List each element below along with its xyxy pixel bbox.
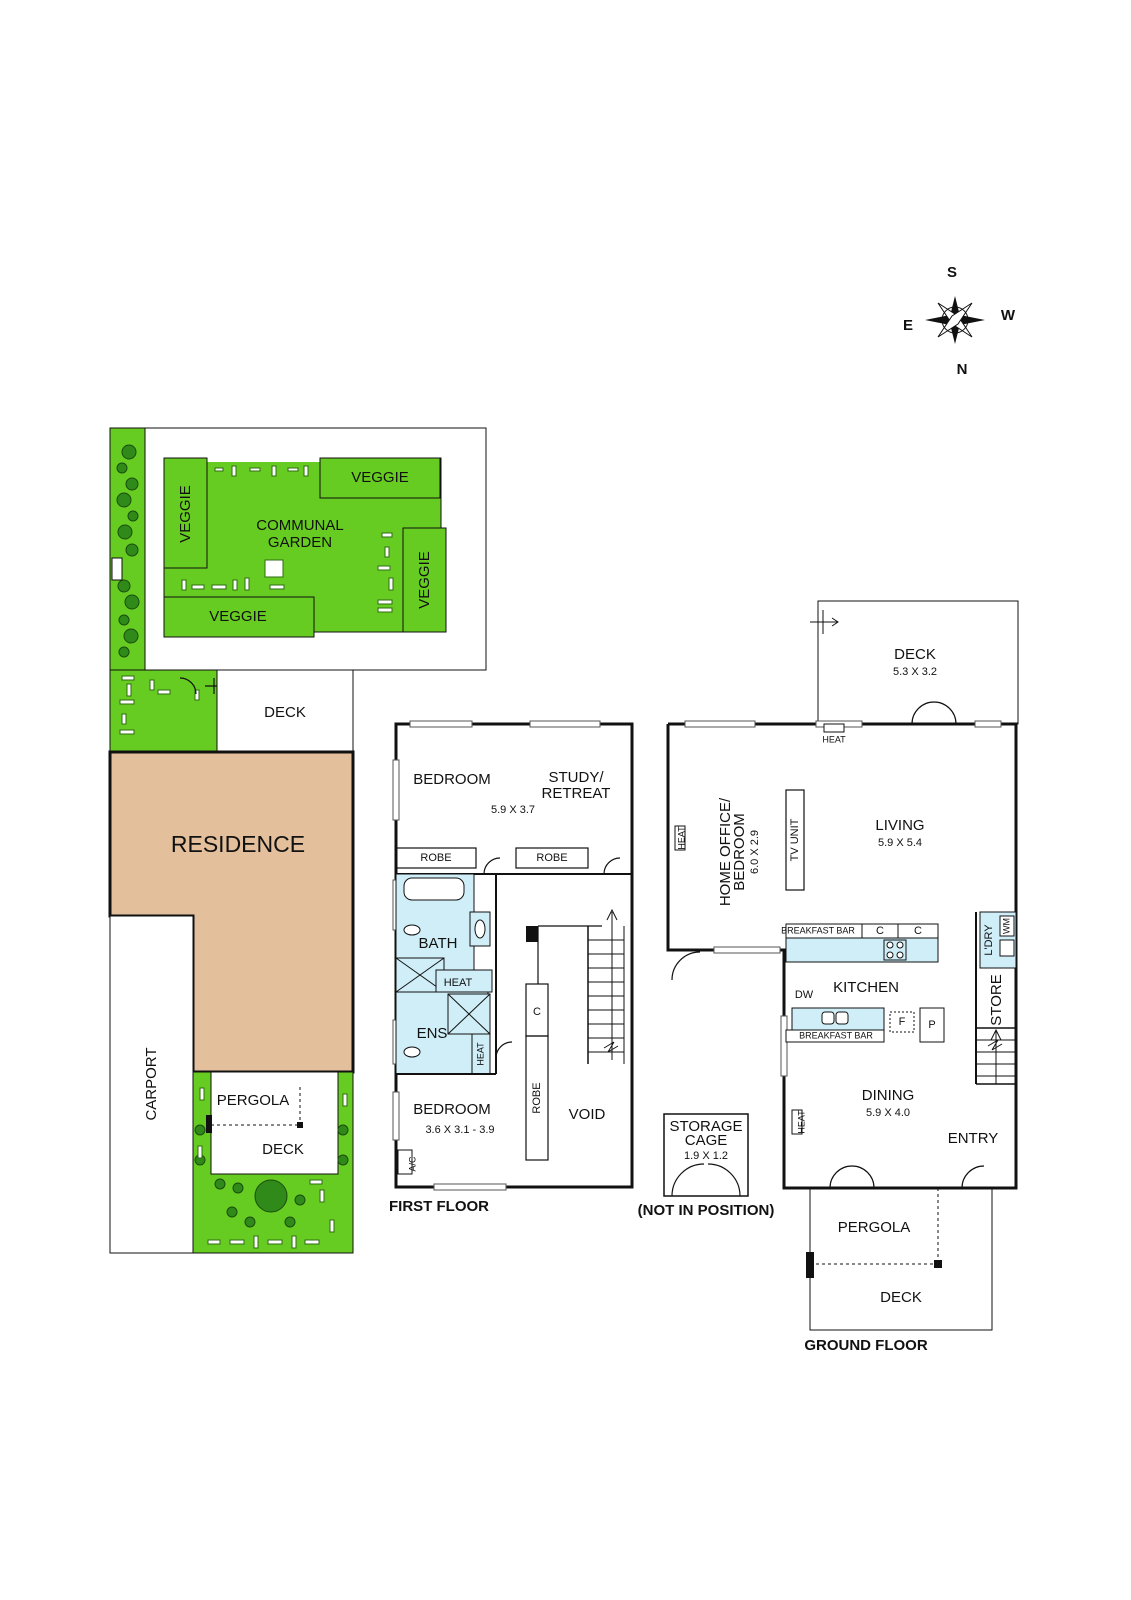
fridge-label: F — [899, 1016, 906, 1028]
living-dim: 5.9 X 5.4 — [878, 837, 922, 849]
robe-3 — [525, 1035, 549, 1161]
site-deck — [216, 669, 354, 753]
planting-area-deck — [109, 669, 218, 753]
ground-deck-dim: 5.3 X 3.2 — [893, 666, 937, 678]
first-floor-column — [526, 926, 538, 942]
first-floor-title: FIRST FLOOR — [389, 1198, 489, 1215]
store-label: STORE — [988, 974, 1005, 1025]
storage-label-2: CAGE — [685, 1132, 728, 1149]
ground-floor-stairs — [976, 1028, 1016, 1085]
bedroom2-dim: 3.6 X 3.1 - 3.9 — [425, 1124, 494, 1136]
bedroom2-label: BEDROOM — [413, 1101, 491, 1118]
storage-label-1: STORAGE — [669, 1118, 742, 1135]
planter-rear — [194, 1087, 349, 1249]
veggie-bed-top — [319, 457, 441, 499]
compass-s: S — [947, 264, 957, 281]
entry-label: ENTRY — [948, 1130, 999, 1147]
bedroom1-label: BEDROOM — [413, 771, 491, 788]
site-plan: COMMUNAL GARDEN VEGGIE VEGGIE VEGGIE VEG… — [108, 427, 487, 1254]
ens-heat-label: HEAT — [475, 1042, 485, 1066]
ground-floor: DECK 5.3 X 3.2 HEAT HEAT HOME OFFICE/ BE… — [666, 600, 1019, 1354]
ens-label: ENS — [417, 1025, 448, 1042]
planter-boxes — [181, 465, 394, 613]
veggie-label-bottom: VEGGIE — [209, 608, 267, 625]
cupboard-c1-label: C — [876, 925, 884, 937]
bath-heat-label: HEAT — [444, 977, 473, 989]
office-heat-label: HEAT — [676, 826, 686, 850]
ground-floor-title: GROUND FLOOR — [804, 1337, 927, 1354]
robe-1 — [395, 847, 477, 869]
living-label: LIVING — [875, 817, 924, 834]
bathtub — [403, 877, 465, 901]
kitchen-label: KITCHEN — [833, 979, 899, 996]
cupboard-c-label: C — [533, 1006, 541, 1018]
living-heat-label: HEAT — [822, 734, 846, 744]
ldry-label: L'DRY — [983, 924, 995, 956]
site-deck2-label: DECK — [262, 1141, 304, 1158]
dw-label: DW — [795, 989, 814, 1001]
wm-label: WM — [1001, 918, 1011, 934]
veggie-label-right: VEGGIE — [416, 551, 433, 609]
residence-label: RESIDENCE — [171, 831, 305, 857]
dining-heat-label: HEAT — [796, 1110, 806, 1134]
storage-cage-box — [663, 1113, 749, 1197]
pantry-label: P — [928, 1019, 935, 1031]
carport-label: CARPORT — [143, 1047, 160, 1120]
communal-garden-label-1: COMMUNAL — [256, 517, 344, 534]
cupboard-c2-label: C — [914, 925, 922, 937]
site-pergola-label: PERGOLA — [217, 1092, 290, 1109]
carport — [109, 915, 194, 1254]
compass-w: W — [1001, 307, 1016, 324]
ground-deck — [817, 600, 1019, 725]
first-floor: BEDROOM 5.9 X 3.7 STUDY/ RETREAT ROBE RO… — [389, 720, 634, 1215]
tv-unit — [785, 789, 805, 891]
ac-label: A/C — [407, 1156, 417, 1172]
compass-n: N — [957, 361, 968, 378]
home-office-label-2: BEDROOM — [731, 813, 748, 891]
home-office-dim: 6.0 X 2.9 — [749, 830, 761, 874]
compass-needle-diagonal-2 — [937, 302, 973, 338]
site-deck-label: DECK — [264, 704, 306, 721]
ac-unit — [397, 1149, 413, 1175]
home-office-label-1: HOME OFFICE/ — [717, 797, 734, 906]
robe-1-label: ROBE — [420, 852, 451, 864]
gf-deck2-label: DECK — [880, 1289, 922, 1306]
veggie-label-top: VEGGIE — [351, 469, 409, 486]
robe-2 — [515, 847, 589, 869]
veggie-bed-bottom — [163, 596, 315, 638]
compass: S E W N — [903, 264, 1016, 378]
first-floor-stairs — [587, 908, 625, 1064]
storage-cage: STORAGE CAGE 1.9 X 1.2 (NOT IN POSITION) — [638, 1113, 775, 1219]
pantry — [919, 1007, 945, 1043]
void-label: VOID — [569, 1106, 606, 1123]
robe-3-label: ROBE — [531, 1082, 543, 1113]
dining-label: DINING — [862, 1087, 915, 1104]
bedroom1-dim: 5.9 X 3.7 — [491, 804, 535, 816]
gf-pergola-label: PERGOLA — [838, 1219, 911, 1236]
site-pergola-deck — [210, 1071, 339, 1175]
study-label-1: STUDY/ — [548, 769, 604, 786]
storage-dim: 1.9 X 1.2 — [684, 1150, 728, 1162]
storage-note: (NOT IN POSITION) — [638, 1202, 775, 1219]
bath-label: BATH — [419, 935, 458, 952]
compass-e: E — [903, 317, 913, 334]
ground-floor-outline — [666, 722, 1018, 1190]
planter-boxes-deck — [119, 675, 200, 735]
breakfast-bar-bottom-label: BREAKFAST BAR — [799, 1030, 873, 1040]
kitchen-bench-top — [785, 937, 939, 963]
veggie-bed-right — [402, 527, 447, 633]
trees-left-strip — [116, 444, 140, 658]
tv-unit-label: TV UNIT — [789, 818, 801, 861]
fridge — [889, 1011, 915, 1033]
study-label-2: RETREAT — [542, 785, 611, 802]
robe-2-label: ROBE — [536, 852, 567, 864]
veggie-bed-left — [163, 457, 208, 569]
ground-deck-label: DECK — [894, 646, 936, 663]
dining-dim: 5.9 X 4.0 — [866, 1107, 910, 1119]
communal-garden-label-2: GARDEN — [268, 534, 332, 551]
breakfast-bar-top-label: BREAKFAST BAR — [781, 925, 855, 935]
veggie-label-left: VEGGIE — [177, 485, 194, 543]
